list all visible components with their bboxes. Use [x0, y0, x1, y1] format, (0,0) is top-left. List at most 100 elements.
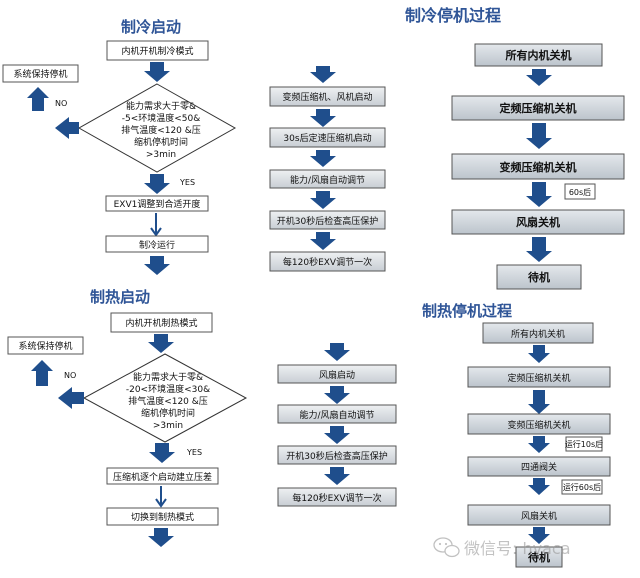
cooling-start-mode-text: 内机开机制冷模式	[121, 45, 193, 57]
heating-stop-step-box	[467, 504, 611, 526]
heating-stop-step-text: 四通阀关	[521, 461, 557, 473]
svg-text:能力需求大于零&: 能力需求大于零&	[126, 100, 196, 112]
cooling-step-text: 能力/风扇自动调节	[290, 174, 365, 186]
cooling-stop-step-text: 待机	[527, 270, 550, 284]
down-arrow	[144, 256, 170, 275]
cooling-decision-diamond	[77, 83, 237, 173]
cooling-stop-delay-box	[564, 183, 596, 200]
cooling-step-box	[269, 86, 386, 107]
heating-yes-label: YES	[186, 448, 202, 457]
svg-text:缩机停机时间: 缩机停机时间	[141, 407, 195, 419]
cooling-step-text: 开机30秒后检查高压保护	[277, 215, 378, 227]
left-arrow	[55, 117, 79, 139]
heating-step-box	[277, 364, 397, 384]
cooling-decision-text: 能力需求大于零& -5<环境温度<50& 排气温度<120 &压 缩机停机时间 …	[121, 100, 201, 160]
svg-text:-20<环境温度<30&: -20<环境温度<30&	[126, 383, 210, 395]
heating-stop-step-box	[482, 322, 594, 344]
heating-compressor-text: 压缩机逐个启动建立压差	[113, 471, 212, 483]
heating-compressor-box	[106, 467, 219, 485]
svg-text:缩机停机时间: 缩机停机时间	[134, 136, 188, 148]
cooling-start-mode-box	[106, 40, 209, 61]
cooling-step-text: 30s后定速压缩机启动	[283, 132, 371, 144]
cooling-stop-step-box	[451, 95, 625, 121]
svg-text:>3min: >3min	[146, 150, 176, 160]
heating-stop-delay-text: 运行10s后	[565, 439, 603, 449]
down-arrow	[528, 527, 550, 544]
heating-step-text: 每120秒EXV调节一次	[292, 492, 381, 504]
thin-down-arrow	[155, 486, 167, 508]
heating-no-label: NO	[64, 371, 76, 380]
heating-switch-box	[106, 507, 219, 526]
heating-stop-flow: 所有内机关机 定频压缩机关机 变频压缩机关机 运行10s后 四通阀关 运行60s…	[467, 322, 611, 568]
down-arrow	[324, 343, 350, 361]
watermark: 微信号: hvaca	[433, 537, 571, 558]
cooling-keep-stop-box	[2, 64, 79, 83]
cooling-step-box	[269, 127, 386, 148]
heating-stop-step-text: 待机	[527, 550, 550, 564]
thin-down-arrow	[150, 213, 162, 237]
heating-stop-step-box	[467, 366, 611, 388]
cooling-stop-step-box	[451, 153, 625, 180]
svg-text:-5<环境温度<50&: -5<环境温度<50&	[122, 112, 201, 124]
heating-stop-step-text: 变频压缩机关机	[507, 419, 570, 431]
heating-stop-step-box	[467, 413, 611, 435]
heating-step-box	[277, 487, 397, 507]
svg-text:排气温度<120 &压: 排气温度<120 &压	[121, 124, 201, 136]
cooling-exv-box	[105, 195, 209, 212]
heating-keep-stop-box	[7, 336, 84, 355]
heating-step-text: 能力/风扇自动调节	[299, 409, 374, 421]
cooling-step-box	[269, 169, 386, 189]
cooling-stop-step-text: 所有内机关机	[506, 48, 572, 62]
down-arrow	[324, 467, 350, 485]
heating-right-flow: 风扇启动 能力/风扇自动调节 开机30秒后检查高压保护 每120秒EXV调节一次	[277, 343, 397, 507]
down-arrow	[528, 436, 550, 453]
svg-text:排气温度<120 &压: 排气温度<120 &压	[128, 395, 208, 407]
cooling-step-box	[269, 210, 386, 230]
heating-stop-step-text: 所有内机关机	[511, 328, 565, 340]
cooling-keep-stop-text: 系统保持停机	[13, 68, 67, 80]
cooling-run-text: 制冷运行	[139, 239, 175, 251]
heating-stop-delay-box	[561, 479, 603, 495]
down-arrow	[310, 150, 336, 167]
down-arrow	[324, 386, 350, 404]
cooling-stop-step-box	[496, 264, 582, 290]
wechat-icon	[433, 537, 460, 558]
heating-left-flow: 内机开机制热模式 能力需求大于零& -20<环境温度<30& 排气温度<120 …	[7, 312, 248, 547]
cooling-stop-flow: 所有内机关机 定频压缩机关机 变频压缩机关机 60s后 风扇关机 待机	[451, 43, 625, 290]
down-arrow	[148, 334, 174, 353]
heating-stop-step-text: 定频压缩机关机	[507, 372, 570, 384]
cooling-step-text: 变频压缩机、风机启动	[282, 91, 372, 103]
cooling-stop-step-text: 定频压缩机关机	[500, 101, 577, 115]
heating-step-box	[277, 404, 397, 424]
cooling-stop-step-text: 变频压缩机关机	[500, 160, 577, 174]
down-arrow	[310, 232, 336, 250]
cooling-stop-step-box	[451, 209, 625, 235]
heating-stop-step-text: 风扇关机	[521, 510, 557, 522]
heating-keep-stop-text: 系统保持停机	[18, 340, 72, 352]
heating-step-text: 风扇启动	[319, 369, 355, 381]
cooling-stop-step-box	[474, 43, 603, 67]
heating-switch-text: 切换到制热模式	[131, 511, 194, 523]
cooling-step-box	[269, 251, 386, 272]
cooling-exv-text: EXV1调整到合适开度	[114, 198, 201, 210]
cooling-stop-delay-text: 60s后	[569, 187, 591, 197]
heating-stop-step-box	[467, 456, 611, 477]
cooling-yes-label: YES	[179, 178, 195, 187]
down-arrow	[526, 69, 552, 86]
heating-stop-title: 制热停机过程	[422, 302, 512, 320]
down-arrow	[526, 123, 552, 149]
cooling-step-text: 每120秒EXV调节一次	[283, 256, 372, 268]
cooling-start-title: 制冷启动	[121, 18, 181, 36]
down-arrow	[324, 426, 350, 444]
heating-start-title: 制热启动	[90, 288, 150, 306]
svg-text:能力需求大于零&: 能力需求大于零&	[133, 371, 203, 383]
cooling-stop-title: 制冷停机过程	[405, 6, 501, 25]
heating-start-mode-text: 内机开机制热模式	[125, 317, 197, 329]
down-arrow	[310, 109, 336, 127]
heating-step-box	[277, 445, 397, 465]
cooling-run-box	[105, 235, 209, 253]
down-arrow	[526, 237, 552, 262]
heating-decision-diamond	[82, 353, 248, 443]
heating-stop-step-box	[515, 546, 563, 568]
down-arrow	[148, 528, 174, 547]
